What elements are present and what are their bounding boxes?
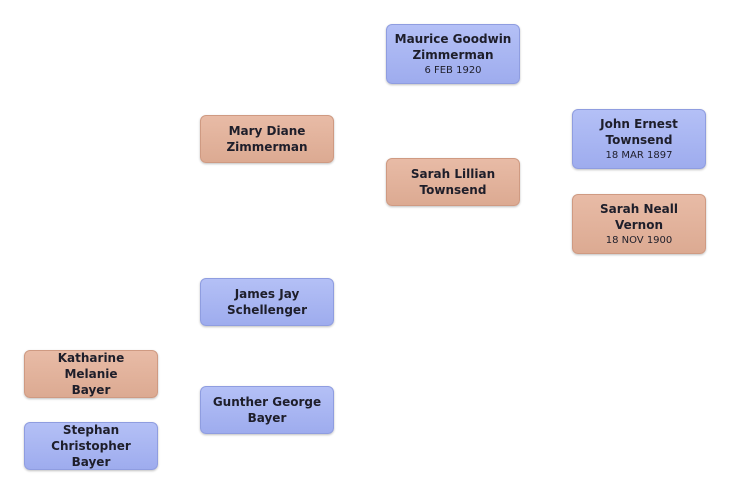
person-date: 18 NOV 1900 — [605, 235, 673, 246]
person-date: 6 FEB 1920 — [424, 65, 482, 76]
person-date: 18 MAR 1897 — [605, 150, 673, 161]
